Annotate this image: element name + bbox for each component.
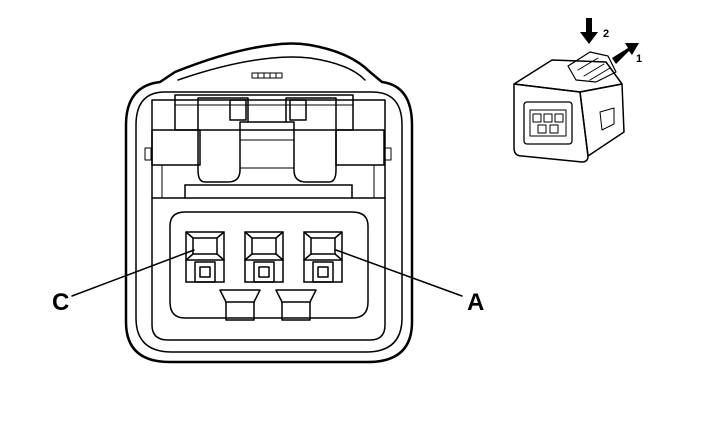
housing-outer bbox=[124, 42, 414, 364]
iso-latch bbox=[567, 51, 617, 83]
leader-line-a bbox=[335, 249, 463, 297]
top-rib-marks bbox=[251, 72, 283, 79]
hood-curve bbox=[177, 56, 366, 81]
terminal-cavity-b bbox=[244, 231, 284, 283]
leader-line-c bbox=[71, 249, 195, 297]
keying-tab-left bbox=[219, 289, 261, 321]
terminal-cavity-c bbox=[185, 231, 225, 283]
terminal-block bbox=[169, 211, 369, 319]
direction-label-1: 1 bbox=[636, 53, 642, 65]
arrow-down-icon bbox=[580, 18, 598, 44]
housing-inner-outline bbox=[135, 91, 403, 353]
iso-front-face bbox=[513, 83, 589, 163]
latch-tongue-left bbox=[197, 97, 249, 183]
pin-label-a: A bbox=[467, 289, 484, 316]
keying-tab-right bbox=[275, 289, 317, 321]
iso-front-opening bbox=[523, 101, 573, 145]
connector-isometric-view: 2 1 bbox=[513, 18, 642, 163]
terminal-cavity-a bbox=[303, 231, 343, 283]
latch-tongue-right bbox=[285, 97, 337, 183]
latch-block-right bbox=[335, 129, 385, 166]
connector-face-view: C A bbox=[52, 42, 484, 364]
inner-cavity bbox=[151, 99, 386, 341]
latch-block-left bbox=[151, 129, 201, 166]
latch-frame bbox=[174, 94, 354, 131]
pin-label-c: C bbox=[52, 289, 69, 316]
direction-label-2: 2 bbox=[603, 28, 609, 40]
arrow-diagonal-icon bbox=[612, 43, 639, 64]
